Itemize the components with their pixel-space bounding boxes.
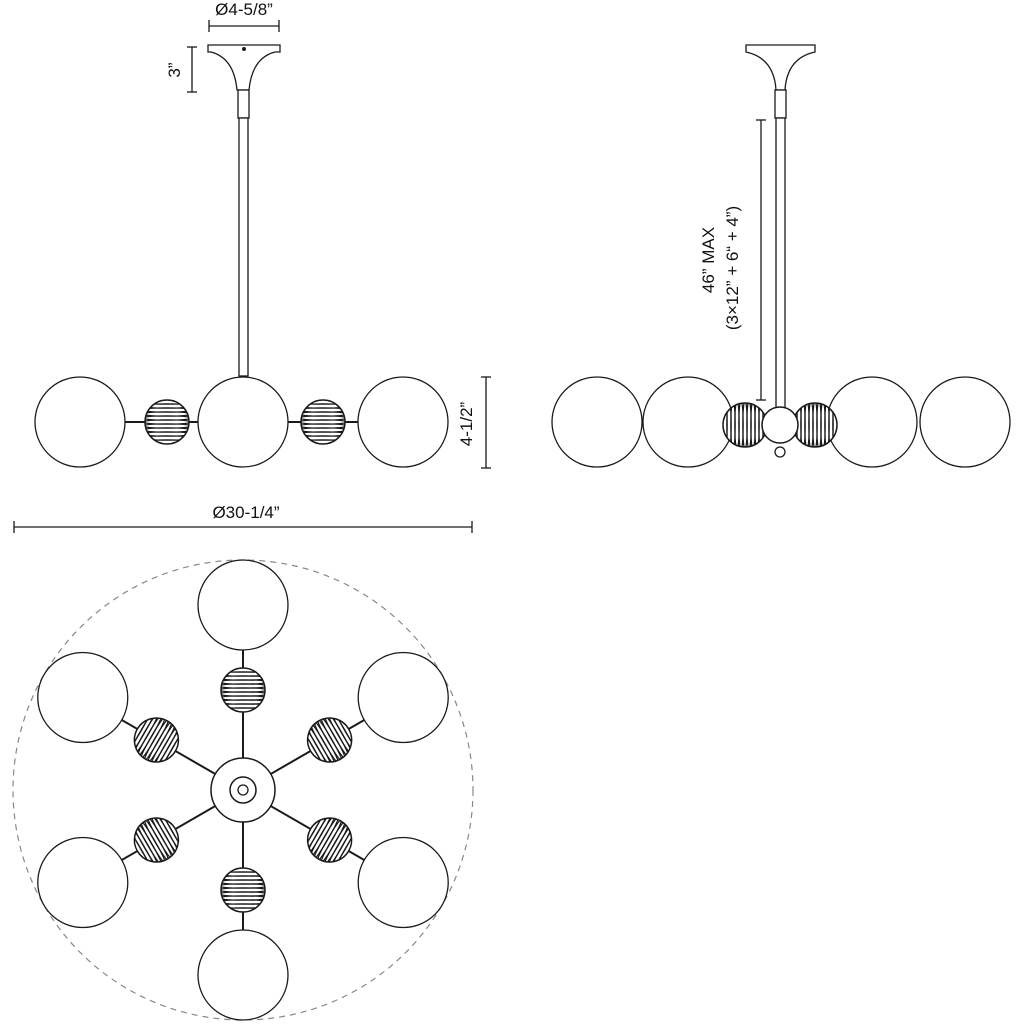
glass-globe bbox=[642, 376, 734, 468]
center-hub bbox=[761, 406, 799, 444]
glass-globe bbox=[826, 376, 918, 468]
stem-coupler bbox=[774, 89, 787, 119]
canopy bbox=[207, 44, 281, 91]
canopy-height-label: 3” bbox=[165, 62, 184, 77]
ribbed-sphere bbox=[300, 399, 346, 445]
overall-diameter-label: Ø30-1/4” bbox=[212, 503, 279, 522]
ribbed-sphere bbox=[220, 667, 266, 713]
ribbed-sphere-outline bbox=[220, 867, 266, 913]
side-view bbox=[551, 44, 1011, 468]
dimension-lines bbox=[13, 20, 766, 533]
canopy bbox=[745, 44, 816, 91]
ribs bbox=[301, 400, 345, 444]
glass-globe bbox=[34, 376, 126, 468]
ribs bbox=[145, 400, 189, 444]
canopy-screw bbox=[242, 47, 246, 51]
ribs bbox=[221, 868, 265, 912]
rib bbox=[301, 439, 345, 444]
stem bbox=[775, 117, 786, 409]
glass-globe bbox=[357, 376, 449, 468]
ribbed-sphere bbox=[299, 709, 360, 771]
front-view bbox=[34, 44, 449, 468]
glass-globe bbox=[197, 929, 289, 1021]
top-view bbox=[12, 559, 474, 1021]
canopy-diameter-label: Ø4-5/8” bbox=[215, 0, 273, 19]
ribbed-sphere-outline bbox=[220, 667, 266, 713]
stem-coupler bbox=[237, 89, 250, 119]
glass-globe bbox=[919, 376, 1011, 468]
glass-globe bbox=[37, 651, 129, 744]
glass-globe bbox=[37, 836, 129, 929]
rib bbox=[723, 403, 728, 447]
finial bbox=[774, 446, 786, 458]
ribbed-sphere-outline bbox=[792, 402, 838, 448]
ribbed-sphere-outline bbox=[300, 399, 346, 445]
rib bbox=[221, 707, 265, 712]
hub-finial bbox=[237, 784, 249, 796]
ribbed-sphere-outline bbox=[144, 399, 190, 445]
rib bbox=[145, 439, 189, 444]
glass-globe bbox=[357, 836, 449, 929]
ribbed-sphere bbox=[126, 709, 187, 771]
max-height-breakdown-label: (3×12” + 6“ + 4”) bbox=[723, 206, 742, 330]
rib bbox=[221, 868, 265, 873]
ribbed-sphere-outline bbox=[722, 402, 768, 448]
glass-globe bbox=[197, 376, 289, 468]
glass-globe bbox=[551, 376, 643, 468]
stem bbox=[238, 117, 249, 377]
ribbed-sphere bbox=[144, 399, 190, 445]
ribs bbox=[221, 668, 265, 712]
ribbed-sphere bbox=[126, 809, 187, 871]
glass-globe bbox=[197, 559, 289, 651]
ribbed-sphere bbox=[220, 867, 266, 913]
globe-height-label: 4-1/2” bbox=[457, 401, 476, 446]
glass-globe bbox=[357, 651, 449, 744]
ribbed-sphere bbox=[299, 809, 360, 871]
max-height-label: 46” MAX bbox=[699, 227, 718, 293]
